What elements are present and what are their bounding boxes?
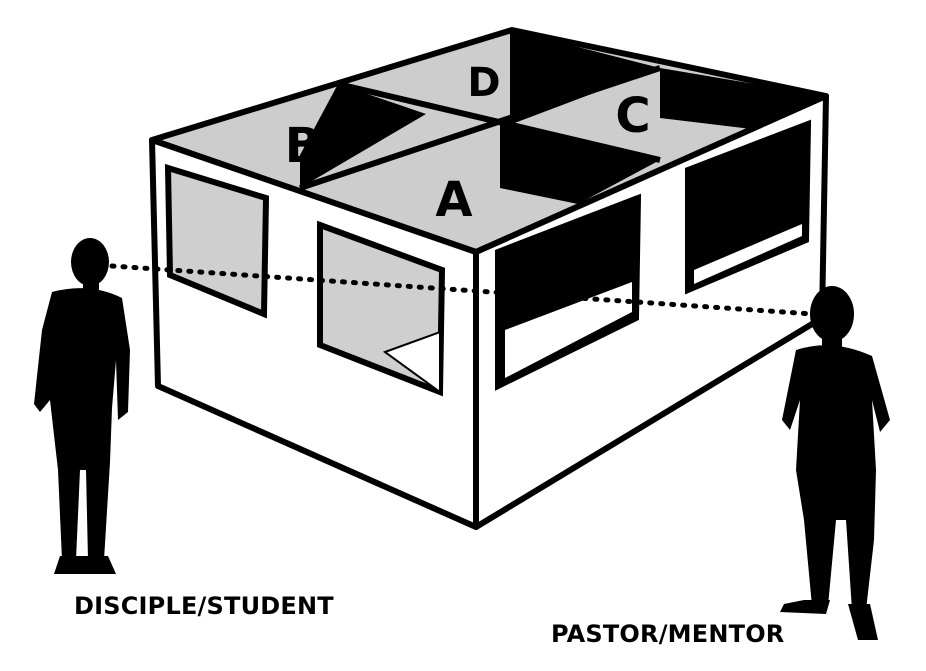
room-label-d: D (467, 60, 500, 106)
window-right-1 (495, 193, 642, 391)
room-label-a: A (435, 172, 472, 228)
room-a-shadow (500, 125, 660, 204)
room-d-shadow (512, 30, 660, 124)
window-left-2 (317, 220, 446, 397)
top-divider-1 (299, 65, 661, 191)
sight-line (109, 263, 815, 317)
disciple-student-label: DISCIPLE/STUDENT (74, 592, 334, 620)
window-left-1 (164, 163, 270, 319)
room-b-shadow (300, 84, 426, 188)
pastor-silhouette (780, 286, 890, 640)
disciple-silhouette (34, 238, 130, 574)
window-right-2 (685, 119, 812, 295)
room-label-c: C (615, 88, 650, 144)
room-label-b: B (285, 118, 322, 174)
pastor-mentor-label: PASTOR/MENTOR (551, 620, 785, 648)
top-divider-2 (337, 81, 661, 163)
